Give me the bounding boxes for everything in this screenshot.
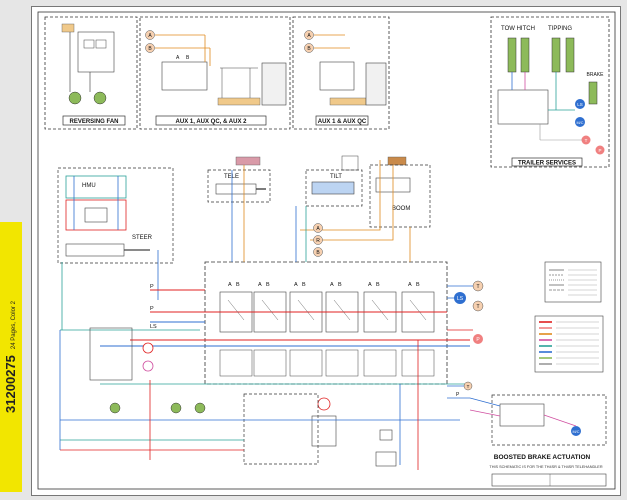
svg-text:A: A (330, 282, 334, 288)
svg-text:R: R (316, 238, 320, 244)
steer-label: STEER (132, 235, 153, 241)
fan-motor-right (93, 91, 107, 105)
boom-manifold (387, 156, 407, 166)
tipping-cylinder (551, 37, 561, 73)
boosted-mc-port (571, 426, 581, 436)
trailer-title-box (511, 157, 583, 167)
pump-1 (142, 342, 154, 354)
ls-port (454, 292, 466, 304)
pump-drive-box (243, 393, 319, 465)
svg-text:B: B (266, 282, 270, 288)
color-legend (534, 315, 604, 373)
schematic-note: THIS SCHEMATIC IS FOR THE TH4SR & TH4SR … (489, 465, 602, 469)
hmu-label: HMU (82, 183, 96, 189)
boosted-brake-title: BOOSTED BRAKE ACTUATION (494, 454, 591, 461)
svg-text:A: A (228, 282, 232, 288)
motor-1 (170, 402, 182, 414)
boosted-brake-box (491, 394, 607, 446)
aux-title: AUX 1, AUX QC, & AUX 2 (176, 119, 248, 125)
svg-text:LS: LS (457, 296, 464, 302)
page-tab (0, 222, 22, 492)
tele-label: TELE (224, 174, 239, 180)
pump-2 (142, 360, 154, 372)
aux-manifold (217, 97, 261, 106)
svg-text:LS: LS (150, 324, 157, 330)
trailer-p-port (595, 145, 605, 155)
brake-cylinder (588, 81, 598, 105)
svg-text:T: T (476, 284, 479, 290)
pump-manifold (89, 327, 133, 381)
aux1-qc-title-box (315, 115, 369, 126)
svg-text:T: T (467, 384, 470, 389)
svg-text:B: B (416, 282, 420, 288)
svg-text:B: B (148, 46, 152, 52)
svg-text:T: T (476, 304, 479, 310)
hmu-box (57, 167, 174, 264)
motor-2 (194, 402, 206, 414)
svg-text:B: B (338, 282, 342, 288)
trailer-services-box (490, 16, 610, 168)
aux1-qc-box (292, 16, 390, 130)
svg-text:B: B (376, 282, 380, 288)
svg-text:M/C: M/C (577, 121, 584, 125)
reversing-fan-box (44, 16, 138, 130)
sheet-border (37, 11, 616, 490)
filter-box (375, 451, 397, 467)
svg-text:P: P (598, 148, 601, 153)
svg-text:B: B (186, 55, 190, 61)
svg-text:P: P (150, 284, 154, 290)
aux-title-box (155, 115, 267, 126)
tele-manifold (235, 156, 261, 166)
line-legend (544, 261, 602, 303)
svg-text:B: B (316, 250, 320, 256)
svg-text:B: B (302, 282, 306, 288)
tele-box (207, 169, 271, 203)
motor-3 (109, 402, 121, 414)
svg-text:T: T (585, 138, 588, 143)
tow-hitch-label: TOW HITCH (501, 26, 535, 32)
svg-text:A: A (176, 55, 180, 61)
tele-cylinder (215, 183, 257, 195)
schematic-sheet (31, 6, 621, 496)
svg-text:B: B (307, 46, 311, 52)
svg-text:A: A (148, 33, 152, 39)
brake-label: BRAKE (587, 72, 605, 78)
boom-label: BOOM (392, 206, 410, 212)
svg-text:A: A (368, 282, 372, 288)
svg-text:A: A (307, 33, 311, 39)
reversing-fan-title: REVERSING FAN (69, 119, 118, 125)
svg-text:P: P (150, 306, 154, 312)
title-block (491, 473, 607, 487)
fan-motor-left (68, 91, 82, 105)
trailer-mc-port (575, 117, 585, 127)
svg-text:M/C: M/C (573, 430, 580, 434)
svg-text:P: P (456, 392, 460, 398)
tilt-box (305, 169, 363, 207)
svg-text:A: A (294, 282, 298, 288)
aux-box (139, 16, 291, 130)
svg-text:LS: LS (577, 102, 583, 107)
trailer-ls-port (575, 99, 585, 109)
main-valve-box (204, 261, 448, 385)
steer-cylinder (65, 243, 125, 257)
tilt-cylinder (311, 181, 355, 195)
tow-hitch-cylinder (507, 37, 517, 73)
reversing-fan-title-box (62, 115, 126, 126)
aux1-qc-title: AUX 1 & AUX QC (318, 119, 367, 125)
trailer-t-port (581, 135, 591, 145)
p-port-right (473, 334, 483, 344)
boom-box (369, 164, 431, 228)
tipping-label: TIPPING (548, 26, 572, 32)
svg-text:A: A (408, 282, 412, 288)
tilt-label: TILT (330, 174, 342, 180)
trailer-title: TRAILER SERVICES (518, 161, 576, 167)
svg-text:P: P (476, 337, 480, 343)
svg-text:B: B (236, 282, 240, 288)
svg-text:A: A (258, 282, 262, 288)
main-pump (317, 397, 331, 411)
aux-valve-block (261, 62, 287, 106)
svg-text:A: A (316, 226, 320, 232)
